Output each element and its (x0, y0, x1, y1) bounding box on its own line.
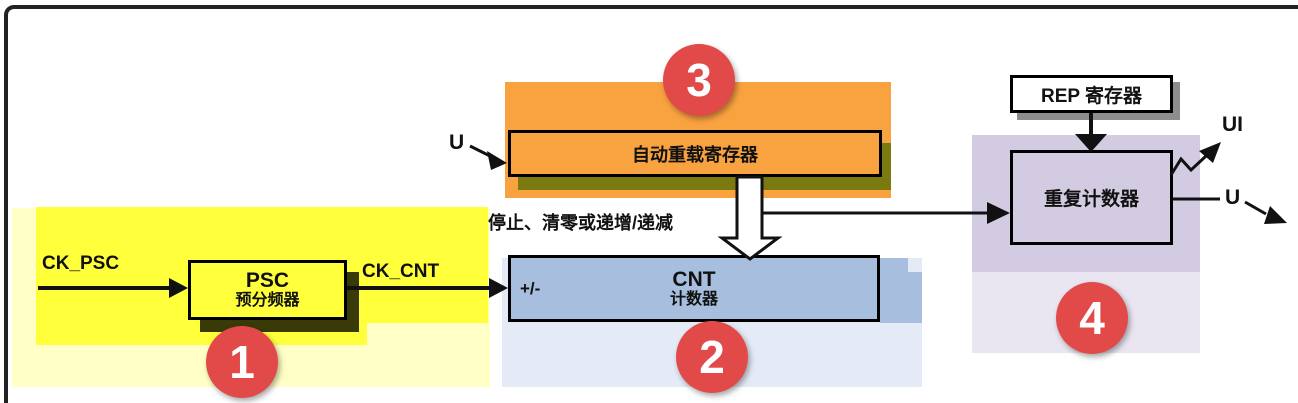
arr-to-repcounter-arrowhead (987, 202, 1010, 224)
repetition-counter-block: 重复计数器 (1010, 150, 1173, 245)
psc-subtitle: 预分频器 (235, 292, 300, 310)
cnt-subtitle: 计数器 (669, 290, 718, 308)
u-out-label: U (1225, 186, 1241, 209)
step-badge-4: 4 (1056, 282, 1128, 354)
psc-title: PSC (245, 269, 290, 293)
ui-out-line (1169, 154, 1208, 176)
updown-label: +/- (520, 278, 541, 298)
ui-out-arrowhead (1199, 142, 1221, 163)
stop-clear-updown-label: 停止、清零或递增/递减 (488, 213, 673, 233)
counter-region-band-step (908, 272, 922, 323)
psc-block: PSC 预分频器 (188, 260, 347, 320)
ui-out-label: UI (1222, 113, 1243, 136)
ck-psc-arrowhead (169, 278, 188, 298)
u-in-arrowhead (487, 151, 507, 170)
diagram-border (4, 5, 1298, 403)
step-badge-2: 2 (676, 321, 748, 393)
repetition-counter-label: 重复计数器 (1043, 189, 1139, 210)
rep-register-label: REP 寄存器 (1040, 85, 1142, 107)
autoreload-to-cnt-hollow-arrow (717, 175, 783, 261)
step-badge-1: 1 (206, 326, 278, 398)
u-in-label: U (449, 131, 465, 154)
ck-cnt-arrowhead (489, 278, 508, 298)
rep-register-arrowhead (1075, 134, 1107, 152)
ck-cnt-label: CK_CNT (362, 261, 440, 282)
step-badge-3: 3 (663, 44, 735, 116)
u-out-arrowhead (1264, 206, 1287, 224)
cnt-block: +/- CNT 计数器 (508, 255, 880, 322)
autoreload-register-block: 自动重载寄存器 (508, 130, 882, 177)
u-out-zigzag (1244, 200, 1267, 216)
autoreload-label: 自动重载寄存器 (632, 144, 758, 165)
cnt-title: CNT (672, 267, 716, 291)
rep-register-block: REP 寄存器 (1010, 75, 1173, 113)
ck-psc-label: CK_PSC (42, 253, 120, 274)
counter-region-band (880, 258, 908, 323)
